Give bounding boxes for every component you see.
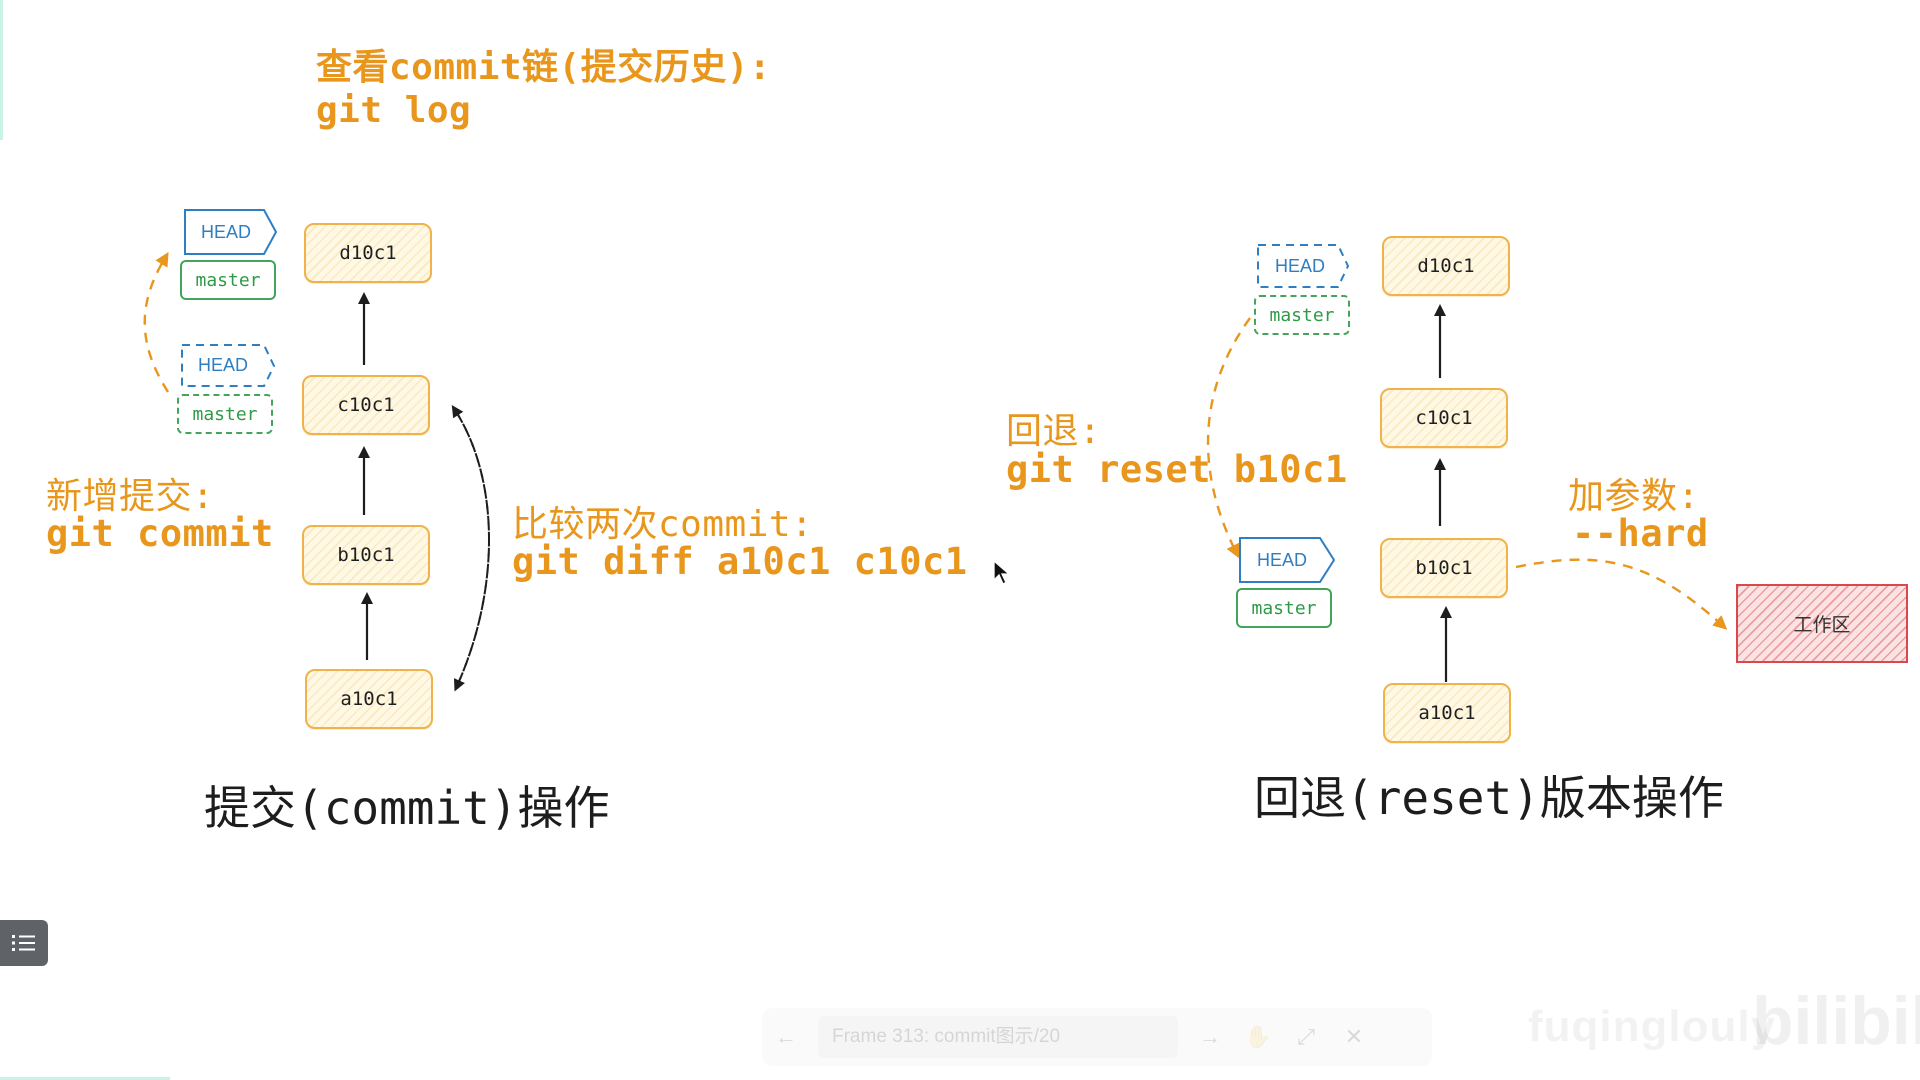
left-edge-accent [0,0,3,140]
left-node-d: d10c1 [304,223,432,283]
right-node-c: c10c1 [1380,388,1508,448]
hard-arrow [1515,558,1728,630]
right-master-tag-current: master [1236,588,1332,628]
right-node-b: b10c1 [1380,538,1508,598]
left-head-tag-current: HEAD [200,221,251,242]
presentation-toolbar: ← Frame 313: commit图示/20 → ✋ ⤢ ✕ [762,1008,1432,1066]
close-button[interactable]: ✕ [1330,1024,1378,1050]
workarea-box: 工作区 [1736,584,1908,663]
menu-toggle-button[interactable] [0,920,48,966]
next-frame-button[interactable]: → [1186,1024,1234,1050]
fullscreen-button[interactable]: ⤢ [1282,1024,1330,1050]
watermark-logo: bilibili [1752,983,1920,1059]
left-master-tag-current: master [180,260,276,300]
right-node-a: a10c1 [1383,683,1511,743]
arrow-right-icon: → [1199,1024,1221,1049]
close-icon: ✕ [1344,1024,1364,1049]
commit-move-arrow [143,251,170,393]
annotation-commit-line-2: git commit [46,512,274,555]
watermark-username: fuqinglouly [1528,1002,1777,1051]
title-line-1: 查看commit链(提交历史): [316,47,772,88]
right-node-d: d10c1 [1382,236,1510,296]
mouse-cursor-icon [993,560,1011,585]
left-master-tag-previous: master [177,394,273,434]
reset-move-arrow [1206,317,1251,559]
left-node-a: a10c1 [305,669,433,729]
diff-arrow-up [451,404,490,687]
right-head-tag-previous: HEAD [1274,255,1325,276]
left-head-tag-previous: HEAD [197,355,248,375]
annotation-diff-line-1: 比较两次commit: [512,504,814,545]
annotation-diff-line-2: git diff a10c1 c10c1 [512,540,968,583]
annotation-reset-line-1: 回退: [1006,411,1102,452]
list-icon [12,935,35,951]
right-caption: 回退(reset)版本操作 [1254,771,1724,825]
bottom-edge-accent [0,1077,170,1080]
annotation-commit-line-1: 新增提交: [46,476,215,517]
annotation-hard-line-2: --hard [1572,512,1709,555]
hand-icon: ✋ [1244,1024,1272,1049]
annotation-reset-line-2: git reset b10c1 [1006,448,1348,491]
right-head-tag-current: HEAD [1256,549,1307,570]
hand-tool-button[interactable]: ✋ [1234,1024,1282,1050]
left-node-c: c10c1 [302,375,430,435]
left-node-b: b10c1 [302,525,430,585]
title-line-2: git log [316,90,472,131]
arrow-left-icon: ← [775,1024,797,1049]
prev-frame-button[interactable]: ← [762,1024,810,1050]
annotation-hard-line-1: 加参数: [1568,476,1700,517]
collapse-icon: ⤢ [1297,1024,1315,1049]
right-master-tag-previous: master [1254,295,1350,335]
left-caption: 提交(commit)操作 [204,781,610,835]
workarea-label: 工作区 [1793,614,1851,636]
diff-arrow-down [453,409,490,692]
frame-title[interactable]: Frame 313: commit图示/20 [832,1026,1061,1047]
